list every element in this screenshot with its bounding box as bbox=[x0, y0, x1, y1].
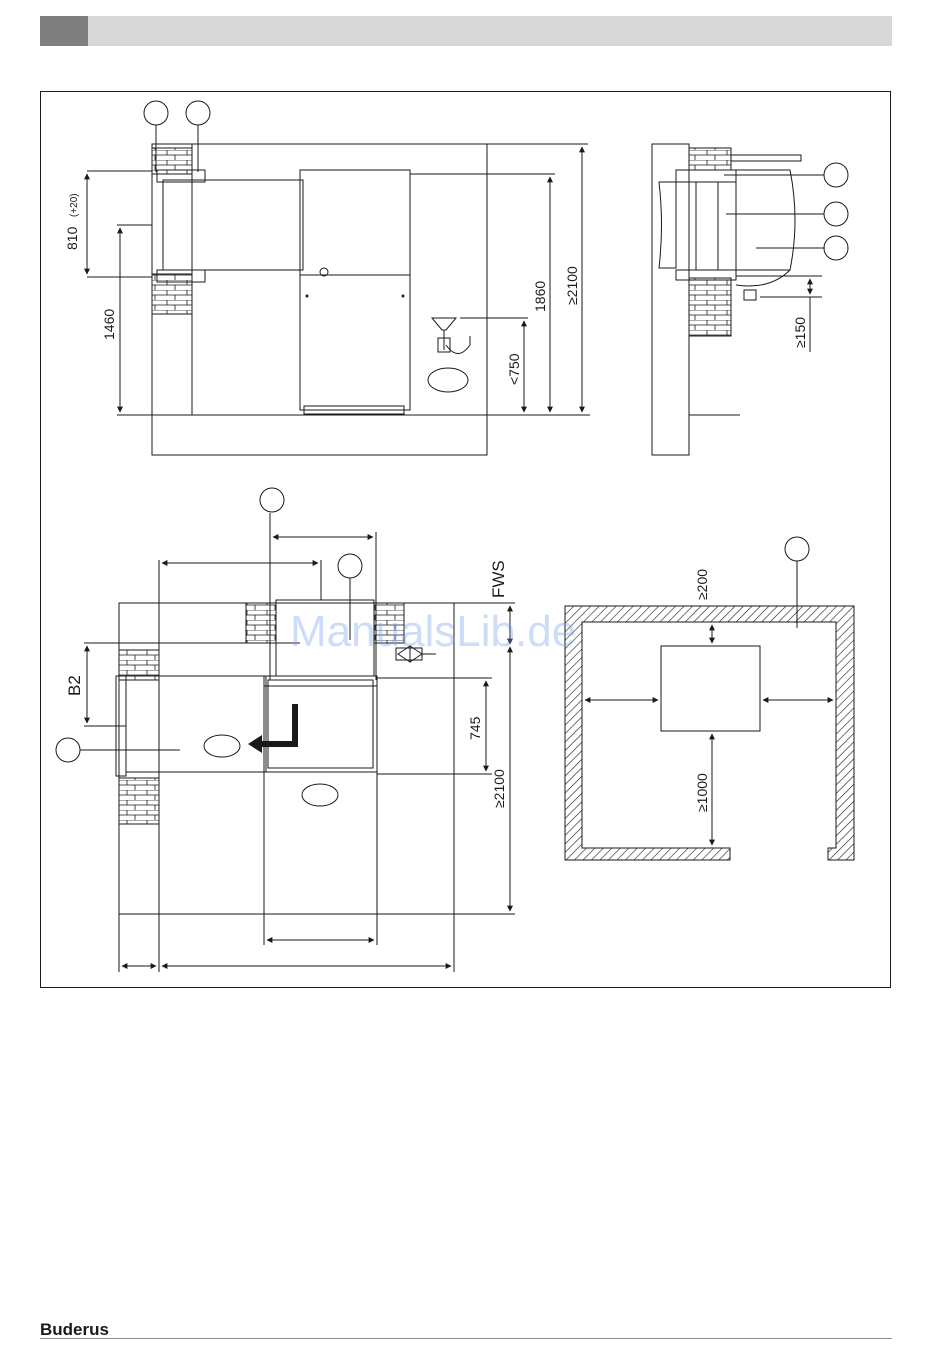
dim-2100-top: ≥2100 bbox=[491, 769, 507, 808]
brand-logo: Buderus bbox=[40, 1320, 109, 1340]
label-fws: FWS bbox=[489, 560, 508, 598]
dim-745: 745 bbox=[467, 716, 483, 740]
flow-arrow-head bbox=[248, 735, 262, 753]
dim-1000: ≥1000 bbox=[694, 773, 710, 812]
dim-810-tolerance: (+20) bbox=[69, 193, 80, 217]
watermark: ManualsLib.de bbox=[290, 607, 576, 656]
footer-rule bbox=[40, 1338, 892, 1339]
dim-1860: 1860 bbox=[532, 281, 548, 312]
dim-1460: 1460 bbox=[101, 309, 117, 340]
label-b2: B2 bbox=[65, 675, 84, 696]
detail-view bbox=[652, 144, 848, 455]
dim-2100-side: ≥2100 bbox=[564, 266, 580, 305]
dim-150: ≥150 bbox=[792, 317, 808, 348]
dim-810: 810 bbox=[64, 226, 80, 250]
side-view bbox=[87, 101, 590, 455]
dim-less-750: <750 bbox=[506, 353, 522, 385]
top-view bbox=[56, 488, 515, 972]
dim-200: ≥200 bbox=[694, 569, 710, 600]
